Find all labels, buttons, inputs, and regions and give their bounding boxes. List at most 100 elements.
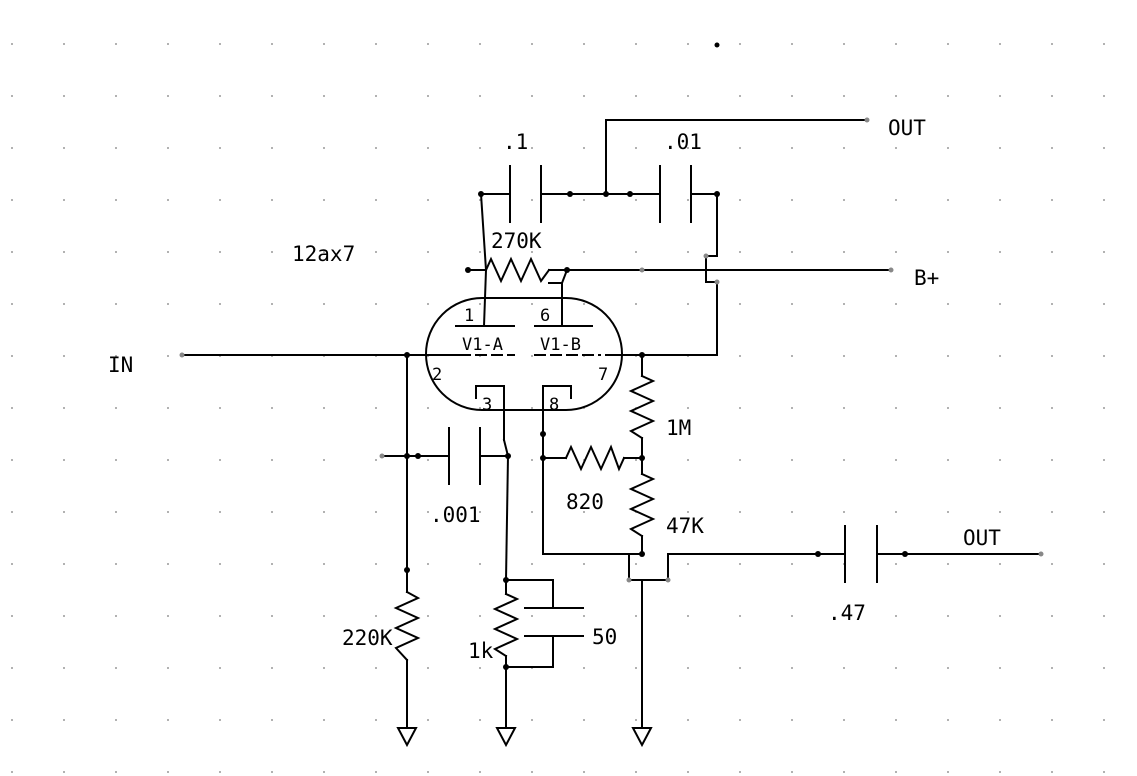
grid-dot <box>323 95 325 97</box>
grid-dot <box>115 43 117 45</box>
grid-dot <box>1051 407 1053 409</box>
grid-dot <box>843 43 845 45</box>
grid-dot <box>947 199 949 201</box>
grid-dot <box>999 667 1001 669</box>
grid-dot <box>271 615 273 617</box>
grid-dot <box>63 43 65 45</box>
grid-dot <box>739 407 741 409</box>
grid-dot <box>895 771 897 773</box>
grid-dot <box>739 771 741 773</box>
grid-dot <box>271 199 273 201</box>
grid-dot <box>63 771 65 773</box>
grid-dot <box>947 771 949 773</box>
grid-dot <box>11 251 13 253</box>
grid-dot <box>999 251 1001 253</box>
grid-dot <box>843 251 845 253</box>
grid-dot <box>323 511 325 513</box>
grid-dot <box>947 251 949 253</box>
grid-dot <box>271 251 273 253</box>
grid-dot <box>895 719 897 721</box>
grid-dot <box>375 771 377 773</box>
grid-dot <box>479 615 481 617</box>
resistor-1k <box>492 592 520 658</box>
grid-dot <box>895 303 897 305</box>
grid-dot <box>895 563 897 565</box>
grid-dot <box>1051 147 1053 149</box>
grid-dot <box>219 719 221 721</box>
grid-dot <box>167 615 169 617</box>
grid-dot <box>739 147 741 149</box>
grid-dot <box>791 511 793 513</box>
grid-dot <box>687 667 689 669</box>
grid-dot <box>63 511 65 513</box>
grid-dot <box>999 719 1001 721</box>
grid-dot <box>427 615 429 617</box>
grid-dot <box>115 303 117 305</box>
grid-dot <box>1051 667 1053 669</box>
grid-dot <box>271 147 273 149</box>
grid-dot <box>895 251 897 253</box>
grid-dot <box>115 615 117 617</box>
tube-part-label: 12ax7 <box>292 242 355 266</box>
resistor-47k <box>628 472 656 538</box>
grid-dot <box>1051 719 1053 721</box>
grid-dot <box>219 251 221 253</box>
grid-dot <box>479 95 481 97</box>
grid-dot <box>11 771 13 773</box>
grid-dot <box>895 43 897 45</box>
grid-dot <box>167 251 169 253</box>
grid-dot <box>323 407 325 409</box>
grid-dot <box>947 95 949 97</box>
grid-dot <box>531 43 533 45</box>
grid-dot <box>167 719 169 721</box>
grid-dot <box>635 251 637 253</box>
resistor-220k <box>393 590 421 662</box>
grid-dot <box>791 303 793 305</box>
grid-dot <box>583 95 585 97</box>
grid-dot <box>687 771 689 773</box>
grid-dot <box>687 199 689 201</box>
grid-dot <box>583 563 585 565</box>
grid-dot <box>167 771 169 773</box>
grid-dot <box>1103 771 1105 773</box>
grid-dot <box>687 147 689 149</box>
grid-dot <box>999 355 1001 357</box>
grid-dot <box>219 511 221 513</box>
grid-dot <box>843 95 845 97</box>
grid-dot <box>1103 147 1105 149</box>
capacitor-c4 <box>844 525 878 583</box>
grid-dot <box>947 615 949 617</box>
grid-dot <box>947 303 949 305</box>
grid-dot <box>531 199 533 201</box>
grid-dot <box>687 459 689 461</box>
grid-dot <box>11 95 13 97</box>
grid-dot <box>271 459 273 461</box>
grid-dot <box>167 407 169 409</box>
grid-dot <box>999 615 1001 617</box>
grid-dot <box>219 667 221 669</box>
grid-dot <box>1051 511 1053 513</box>
grid-dot <box>11 667 13 669</box>
grid-dot <box>947 459 949 461</box>
grid-dot <box>219 303 221 305</box>
grid-dot <box>63 303 65 305</box>
grid-dot <box>531 771 533 773</box>
grid-dot <box>843 407 845 409</box>
grid-dot <box>115 95 117 97</box>
grid-dot <box>895 459 897 461</box>
grid-dot <box>63 355 65 357</box>
grid-dot <box>739 251 741 253</box>
wire-endpoints <box>179 117 1044 583</box>
grid-dot <box>583 667 585 669</box>
grid-dot <box>323 43 325 45</box>
grid-dot <box>479 303 481 305</box>
grid-dot <box>739 355 741 357</box>
grid-dot <box>843 355 845 357</box>
grid-dot <box>843 615 845 617</box>
grid-dot <box>791 199 793 201</box>
grid-dot <box>947 719 949 721</box>
grid-dot <box>427 95 429 97</box>
grid-dot <box>531 95 533 97</box>
grid-dot <box>999 407 1001 409</box>
grid-dot <box>271 511 273 513</box>
